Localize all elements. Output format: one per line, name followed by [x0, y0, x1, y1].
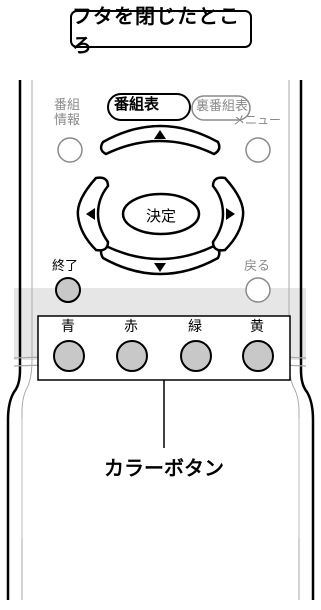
remote-right-edge [299, 80, 315, 600]
guide-button-label[interactable]: 番組表 [114, 95, 160, 113]
guide-button-pill [107, 93, 191, 121]
ok-button-label[interactable]: 決定 [145, 207, 176, 225]
triangle-left-icon [86, 208, 95, 220]
callout-label: カラーボタン [104, 456, 224, 480]
info-label: 番組 情報 [54, 98, 81, 128]
remote-left-edge [6, 80, 22, 600]
end-label: 終了 [52, 259, 79, 274]
reverse-guide-button-label[interactable]: 裏番組表 [196, 99, 249, 114]
menu-label: メニュー [233, 113, 282, 127]
menu-button [245, 137, 271, 163]
red-button [116, 340, 148, 372]
color-label-green: 緑 [188, 319, 202, 335]
yellow-button [242, 340, 274, 372]
triangle-down-icon [154, 263, 166, 272]
reverse-guide-button-pill [191, 95, 251, 121]
up-button [99, 124, 221, 156]
end-button [55, 277, 81, 303]
back-button [245, 277, 271, 303]
triangle-up-icon [154, 130, 166, 139]
triangle-right-icon [226, 208, 235, 220]
green-button [180, 340, 212, 372]
color-label-yellow: 黄 [250, 319, 264, 335]
blue-button [53, 340, 85, 372]
info-button [57, 137, 83, 163]
color-label-red: 赤 [124, 319, 138, 335]
back-label: 戻る [244, 259, 271, 274]
color-label-blue: 青 [61, 319, 75, 335]
ok-button [121, 192, 201, 236]
